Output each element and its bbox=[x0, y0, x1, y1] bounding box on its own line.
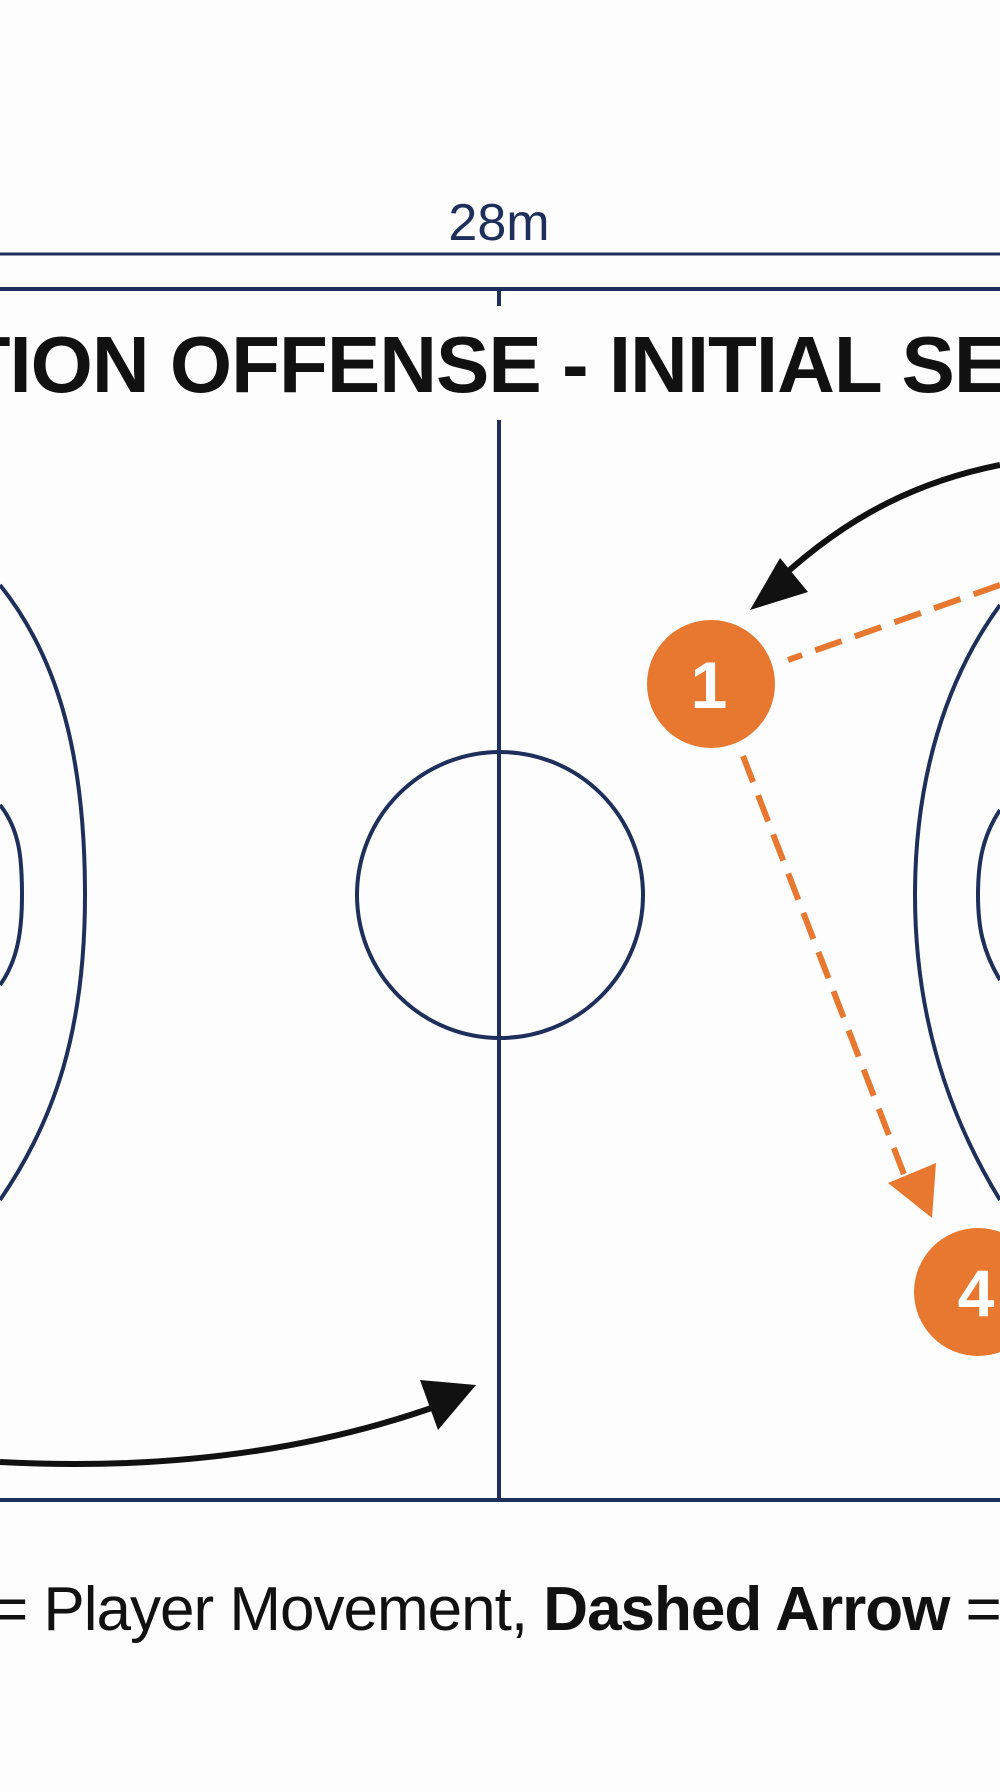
legend-pass-text: = Ba bbox=[949, 1575, 1000, 1644]
movement-arrowhead-top bbox=[750, 558, 808, 610]
left-key-arc bbox=[0, 803, 25, 987]
movement-arrowhead-bottom bbox=[420, 1380, 476, 1430]
player-1: 1 bbox=[647, 620, 775, 748]
pass-arrowhead bbox=[888, 1163, 936, 1218]
player-movement-arrow-top bbox=[765, 462, 1000, 593]
dimension-label: 28m bbox=[448, 194, 549, 252]
diagram-title: MOTION OFFENSE - INITIAL SETUP bbox=[0, 320, 1000, 409]
player-4: 4 bbox=[914, 1228, 1000, 1356]
player-4-number: 4 bbox=[958, 1256, 995, 1330]
player-4-marker bbox=[914, 1228, 1000, 1356]
legend: = Player Movement, Dashed Arrow = Ba bbox=[0, 1575, 1000, 1644]
right-three-point-arc bbox=[912, 603, 1000, 1202]
right-key-arc bbox=[975, 808, 1000, 982]
player-1-number: 1 bbox=[691, 648, 728, 722]
player-movement-arrow-bottom bbox=[0, 1402, 442, 1468]
left-three-point-arc bbox=[0, 583, 88, 1202]
player-1-marker bbox=[647, 620, 775, 748]
legend-movement-text: = Player Movement, bbox=[0, 1575, 543, 1644]
legend-dashed-arrow-text: Dashed Arrow bbox=[543, 1575, 951, 1644]
ball-pass-arrow-1-to-4 bbox=[740, 754, 913, 1192]
center-circle bbox=[355, 750, 645, 1040]
ball-pass-arrow-incoming bbox=[786, 582, 1000, 663]
